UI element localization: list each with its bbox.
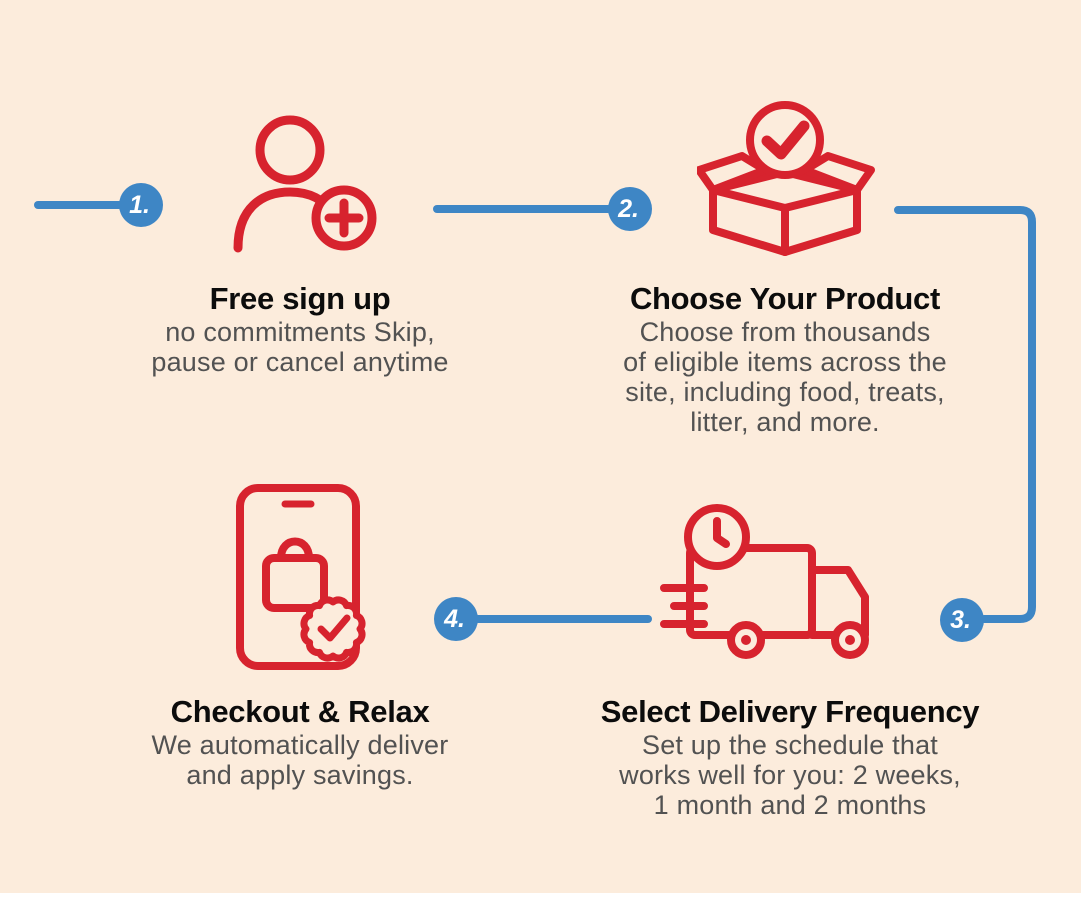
- phone-body: [236, 484, 360, 670]
- mobile-checkout-badge-icon: [236, 484, 366, 670]
- shopping-bag-icon: [262, 554, 328, 612]
- user-add-icon: [233, 115, 377, 253]
- step-2-description: Choose from thousands of eligible items …: [623, 317, 947, 437]
- step-1-description: no commitments Skip, pause or cancel any…: [151, 317, 449, 377]
- box-left-flap: [697, 152, 769, 194]
- bottom-strip: [0, 893, 1081, 914]
- plus-icon: [324, 198, 364, 238]
- clock-hands: [713, 517, 730, 548]
- speed-lines: [660, 584, 708, 628]
- step-1-title: Free sign up: [209, 281, 391, 316]
- delivery-truck-clock-icon: [660, 504, 869, 659]
- box-right-flap: [801, 152, 875, 194]
- step-2-number-badge: 2.: [608, 187, 652, 231]
- connector-line-3: [894, 206, 1036, 623]
- step-4-number-badge: 4.: [434, 597, 478, 641]
- step-3-number-badge: 3.: [940, 598, 984, 642]
- product-box-check-icon: [697, 101, 875, 256]
- step-4-description: We automatically deliver and apply savin…: [151, 730, 449, 790]
- step-4-title: Checkout & Relax: [170, 694, 430, 729]
- truck-rear-hub: [741, 635, 751, 645]
- step-2-title: Choose Your Product: [629, 281, 941, 316]
- truck-front-hub: [845, 635, 855, 645]
- badge-seal: [300, 596, 366, 662]
- check-icon: [761, 120, 810, 160]
- seal-check-icon: [317, 614, 351, 642]
- bag-handle: [277, 537, 313, 562]
- check-circle: [746, 101, 824, 179]
- step-3-description: Set up the schedule that works well for …: [619, 730, 961, 820]
- step-3-title: Select Delivery Frequency: [600, 694, 980, 729]
- user-head: [255, 115, 325, 185]
- step-1-number-badge: 1.: [119, 183, 163, 227]
